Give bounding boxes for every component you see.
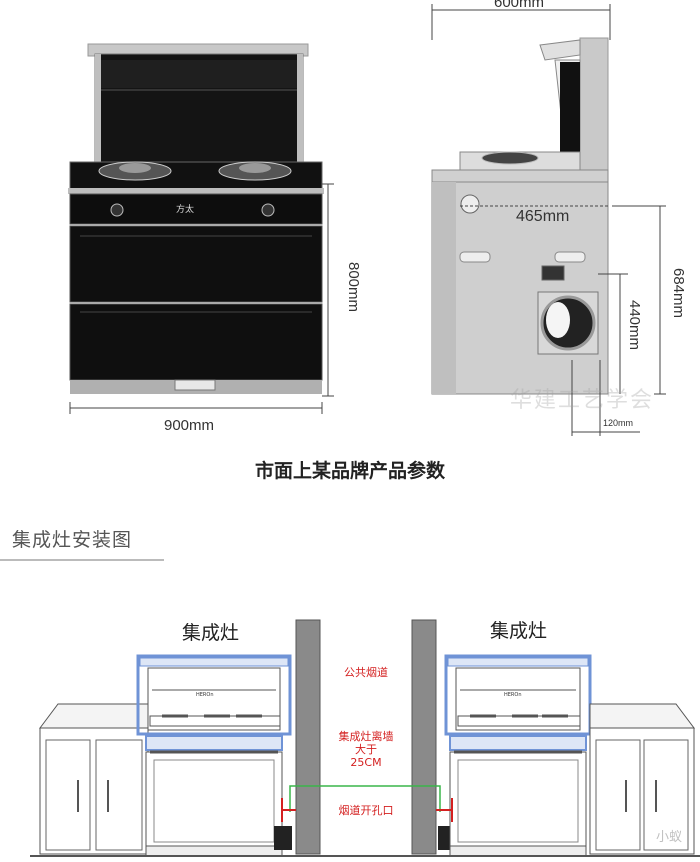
knob-left [110, 203, 124, 217]
watermark-text: 华建工艺学会 [510, 388, 655, 413]
offset-dimension-label: 120mm [603, 418, 634, 428]
section-title: 集成灶安装图 [12, 529, 133, 551]
right-stove-label: 集成灶 [490, 620, 548, 642]
left-stove-brand: HEROn [196, 692, 214, 698]
lower-cabinet-door [69, 303, 323, 381]
width-dimension-label: 900mm [164, 417, 215, 434]
left-stove-top-outline [136, 654, 292, 736]
front-view-drawing [68, 43, 334, 414]
side-control-box [541, 265, 565, 281]
opening-height-dimension-label: 440mm [626, 300, 643, 351]
section-divider [0, 559, 164, 561]
total-height-dimension-label: 684mm [670, 268, 687, 319]
figure-caption: 市面上某品牌产品参数 [254, 460, 445, 482]
upper-cabinet-door [69, 225, 323, 303]
right-stove-brand: HEROn [504, 692, 522, 698]
distance-note-line-1: 集成灶离墙 [338, 730, 394, 743]
right-stove-control-strip [449, 735, 587, 751]
distance-note: 集成灶离墙 大于 25CM [322, 730, 410, 769]
right-flue-wall [411, 619, 437, 855]
flue-opening-label: 烟道开孔口 [338, 804, 394, 817]
left-flue-wall [295, 619, 321, 855]
right-stove-top-outline [444, 654, 592, 736]
height-dimension-label: 800mm [345, 262, 362, 313]
depth-dimension-label: 465mm [516, 208, 570, 225]
left-stove-label: 集成灶 [182, 622, 240, 644]
corner-watermark: 小蚁 [656, 830, 683, 845]
flue-pipe-path [289, 785, 441, 812]
brand-badge: 方太 [176, 205, 195, 215]
side-hood-column [579, 37, 609, 179]
knob-right [261, 203, 275, 217]
side-view-drawing [431, 4, 666, 436]
left-stove-control-strip [145, 735, 283, 751]
distance-note-line-2: 大于 [355, 743, 377, 756]
top-width-dimension-label: 600mm [494, 0, 545, 11]
side-body-panel [431, 181, 609, 395]
public-flue-label: 公共烟道 [344, 666, 388, 679]
distance-note-line-3: 25CM [350, 756, 382, 769]
